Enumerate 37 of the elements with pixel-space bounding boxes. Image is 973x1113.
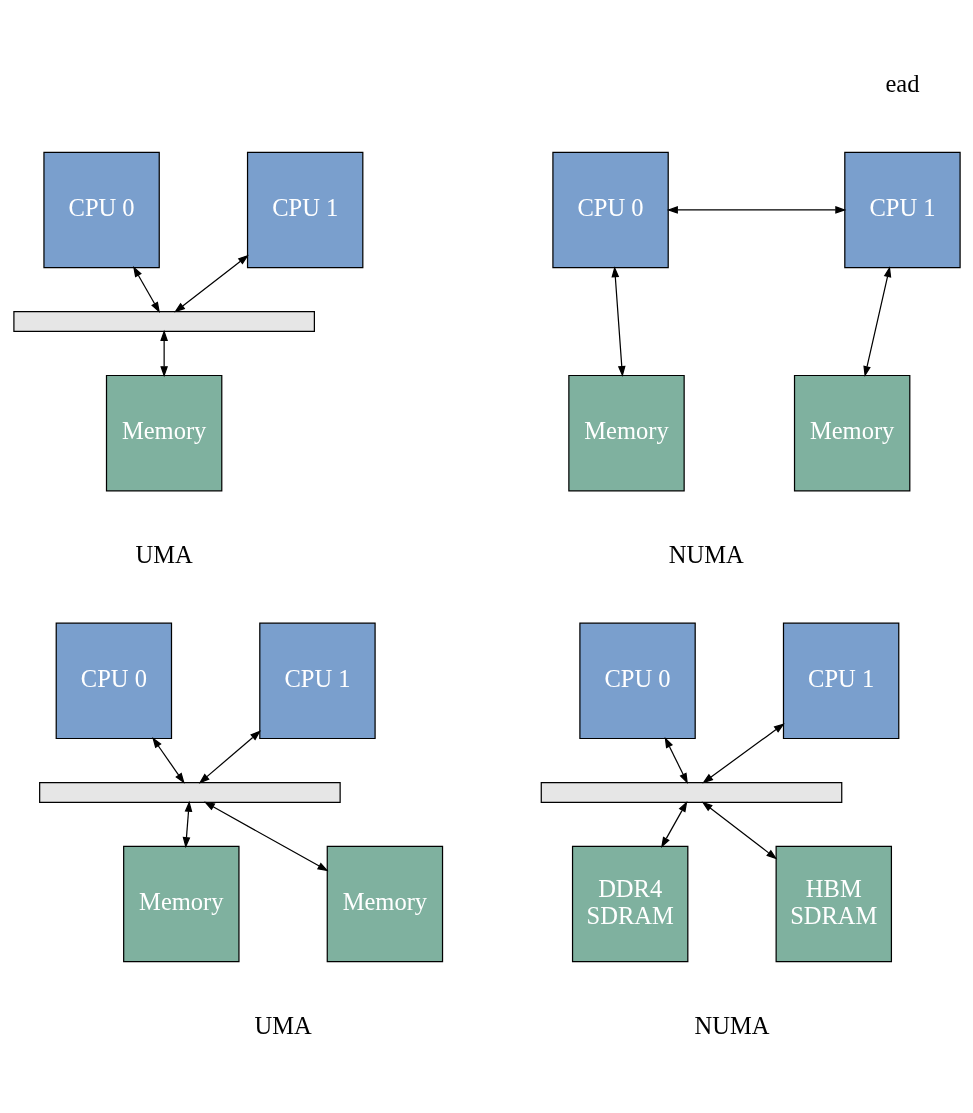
node-bar <box>12 310 315 332</box>
arrow <box>203 801 328 871</box>
label: NUMA <box>668 540 744 568</box>
node-box: Memory <box>567 374 685 491</box>
node-box: CPU 1 <box>246 151 363 268</box>
arrow <box>664 736 688 784</box>
node-box: HBM SDRAM <box>775 845 892 962</box>
node-box: CPU 0 <box>55 622 172 739</box>
node-box: Memory <box>122 845 240 962</box>
label: UMA <box>254 1011 312 1039</box>
label: NUMA <box>694 1011 769 1039</box>
arrow <box>182 800 192 848</box>
arrow <box>660 800 687 848</box>
node-box: DDR4 SDRAM <box>571 845 688 962</box>
node-bar <box>540 781 842 803</box>
node-box: CPU 1 <box>843 151 961 268</box>
arrow <box>159 329 168 377</box>
arrow <box>862 265 891 377</box>
arrow <box>666 205 846 214</box>
node-box: Memory <box>105 374 222 491</box>
arrow <box>132 265 160 313</box>
arrow <box>198 729 261 784</box>
arrow <box>173 254 249 313</box>
node-box: CPU 1 <box>258 622 376 739</box>
label: UMA <box>135 540 193 568</box>
node-box: CPU 0 <box>42 151 160 268</box>
node-box: CPU 0 <box>551 151 669 268</box>
label: ead <box>884 69 919 97</box>
node-box: CPU 0 <box>578 622 696 739</box>
node-bar <box>38 781 341 803</box>
arrow <box>701 722 785 783</box>
arrow <box>701 801 777 860</box>
node-box: Memory <box>793 374 910 491</box>
node-box: Memory <box>326 845 443 962</box>
node-box: CPU 1 <box>782 622 899 739</box>
arrow <box>151 736 185 784</box>
arrow <box>610 265 626 377</box>
